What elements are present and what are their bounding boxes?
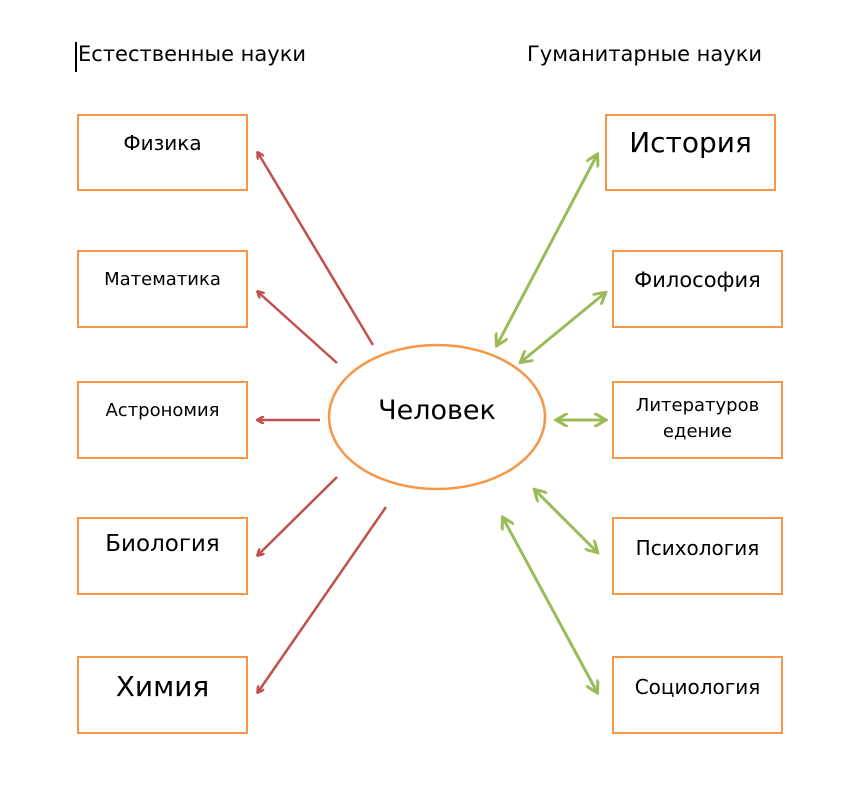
- box-history: История: [605, 114, 776, 191]
- box-biology: Биология: [77, 517, 248, 595]
- box-label: Литературов: [635, 395, 760, 416]
- arrow-sociology: [503, 518, 597, 692]
- natural-sciences-heading: Естественные науки: [78, 42, 307, 66]
- box-philosophy: Философия: [612, 250, 783, 328]
- box-label: Астрономия: [105, 400, 220, 421]
- center-ellipse: [327, 343, 547, 491]
- arrow-to-physics: [258, 153, 375, 346]
- box-label-line2: едение: [662, 421, 733, 443]
- arrow-to-chemistry: [258, 506, 388, 692]
- arrow-psychology: [535, 490, 597, 552]
- box-astronomy: Астрономия: [77, 381, 248, 459]
- box-math: Математика: [77, 250, 248, 328]
- box-label: Биология: [105, 531, 220, 557]
- box-label: Физика: [123, 131, 202, 155]
- box-label: Математика: [104, 269, 221, 290]
- text-cursor: [75, 42, 77, 72]
- box-label: Психология: [635, 536, 760, 560]
- box-chemistry: Химия: [77, 656, 248, 734]
- box-label: Философия: [634, 268, 761, 292]
- box-label: История: [629, 126, 752, 159]
- box-label: Химия: [115, 670, 210, 703]
- box-physics: Физика: [77, 114, 248, 191]
- arrow-history: [497, 155, 597, 345]
- box-sociology: Социология: [612, 656, 783, 734]
- arrow-philosophy: [521, 293, 605, 362]
- center-label: Человек: [378, 395, 496, 426]
- humanities-heading: Гуманитарные науки: [527, 42, 763, 66]
- box-psychology: Психология: [612, 517, 783, 595]
- box-label: Социология: [634, 675, 761, 699]
- arrow-to-math: [258, 292, 338, 364]
- box-literature: Литературов едение: [612, 381, 783, 459]
- arrow-to-biology: [258, 476, 338, 555]
